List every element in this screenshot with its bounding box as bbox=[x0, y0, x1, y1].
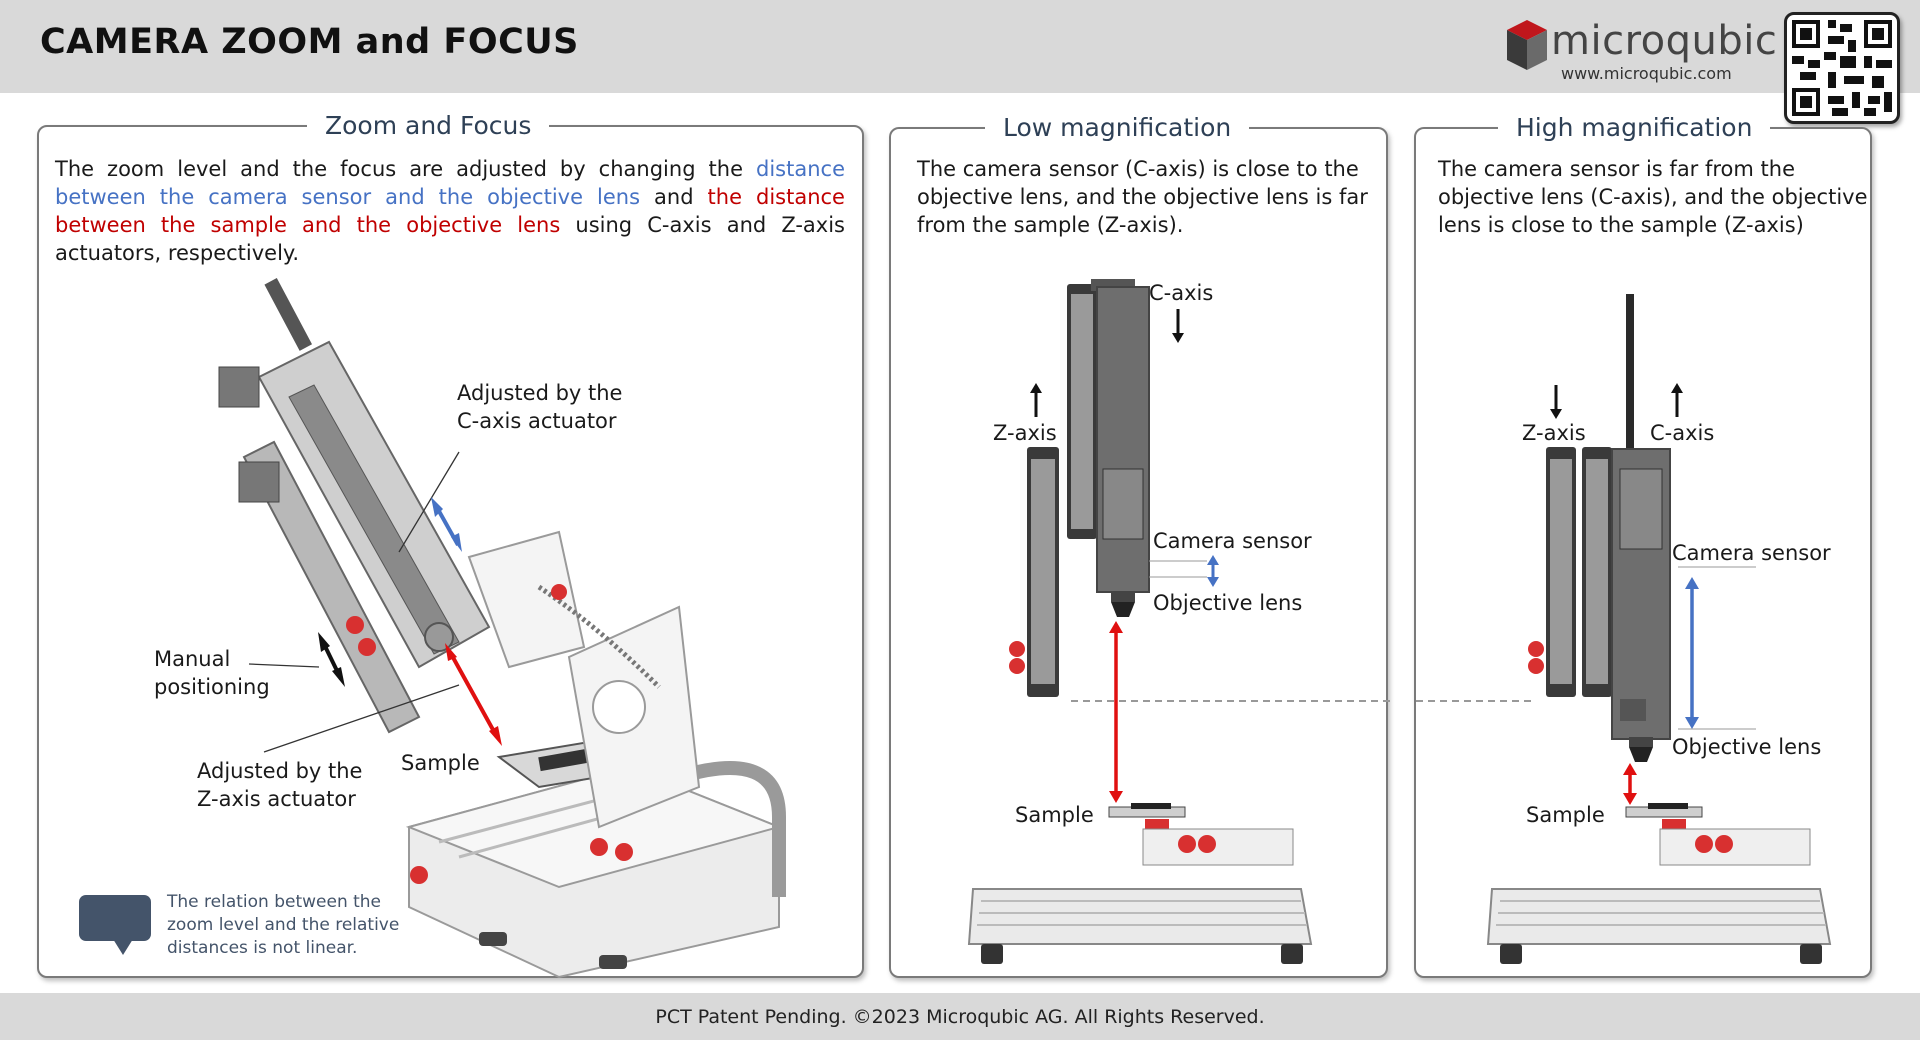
low-magnification-description: The camera sensor (C-axis) is close to t… bbox=[917, 157, 1368, 237]
microqubic-logo[interactable]: microqubic www.microqubic.com bbox=[1505, 14, 1778, 84]
description-blue-highlight: distance between the camera sensor and t… bbox=[55, 157, 845, 209]
qr-code-icon[interactable] bbox=[1784, 12, 1900, 124]
z-axis-label: Z-axis bbox=[993, 421, 1057, 445]
camera-sensor-label: Camera sensor bbox=[1672, 541, 1831, 565]
cube-logo-icon bbox=[1507, 20, 1547, 70]
camera-sensor-label: Camera sensor bbox=[1153, 529, 1312, 553]
footer-bar: PCT Patent Pending. ©2023 Microqubic AG.… bbox=[0, 993, 1920, 1040]
high-magnification-title: High magnification bbox=[1498, 113, 1771, 142]
low-mag-illustration bbox=[967, 279, 1390, 964]
device-illustration bbox=[218, 278, 786, 979]
low-magnification-panel: Low magnification The camera sensor (C-a… bbox=[889, 113, 1390, 978]
objective-lens-label: Objective lens bbox=[1672, 735, 1822, 759]
low-magnification-title: Low magnification bbox=[985, 113, 1250, 142]
c-axis-actuator-label: Adjusted by the C-axis actuator bbox=[457, 381, 623, 433]
sample-label: Sample bbox=[1015, 803, 1094, 827]
objective-lens-label: Objective lens bbox=[1153, 591, 1303, 615]
zoom-focus-description: The zoom level and the focus are adjuste… bbox=[55, 155, 845, 267]
description-part-1: The zoom level and the focus are adjuste… bbox=[55, 157, 743, 181]
qr-pattern bbox=[1792, 20, 1892, 116]
speech-bubble-icon bbox=[79, 895, 151, 955]
sample-label: Sample bbox=[1526, 803, 1605, 827]
z-axis-label: Z-axis bbox=[1522, 421, 1586, 445]
description-part-3: using C-axis and Z-axis actuators, respe… bbox=[55, 213, 845, 265]
high-mag-illustration bbox=[1416, 294, 1832, 964]
high-magnification-description: The camera sensor is far from the object… bbox=[1438, 157, 1868, 237]
high-magnification-panel: High magnification The camera sensor is … bbox=[1414, 113, 1872, 978]
header-bar: CAMERA ZOOM and FOCUS microqubic www.mic… bbox=[0, 0, 1920, 124]
brand-name: microqubic bbox=[1551, 18, 1778, 64]
sample-label: Sample bbox=[401, 751, 480, 775]
manual-positioning-label: Manual positioning bbox=[154, 647, 270, 699]
description-red-highlight: the distance between the sample and the … bbox=[55, 185, 845, 237]
c-axis-label: C-axis bbox=[1149, 281, 1214, 305]
copyright-text: PCT Patent Pending. ©2023 Microqubic AG.… bbox=[655, 1006, 1265, 1028]
description-part-2: and bbox=[654, 185, 694, 209]
brand-url[interactable]: www.microqubic.com bbox=[1561, 64, 1732, 83]
page-title: CAMERA ZOOM and FOCUS bbox=[40, 22, 579, 62]
zoom-focus-panel: Zoom and Focus The zoom level and the fo… bbox=[37, 111, 864, 979]
z-axis-actuator-label: Adjusted by the Z-axis actuator bbox=[197, 759, 363, 811]
zoom-focus-title: Zoom and Focus bbox=[307, 111, 550, 140]
c-axis-label: C-axis bbox=[1650, 421, 1715, 445]
note-text: The relation between the zoom level and … bbox=[167, 892, 400, 958]
